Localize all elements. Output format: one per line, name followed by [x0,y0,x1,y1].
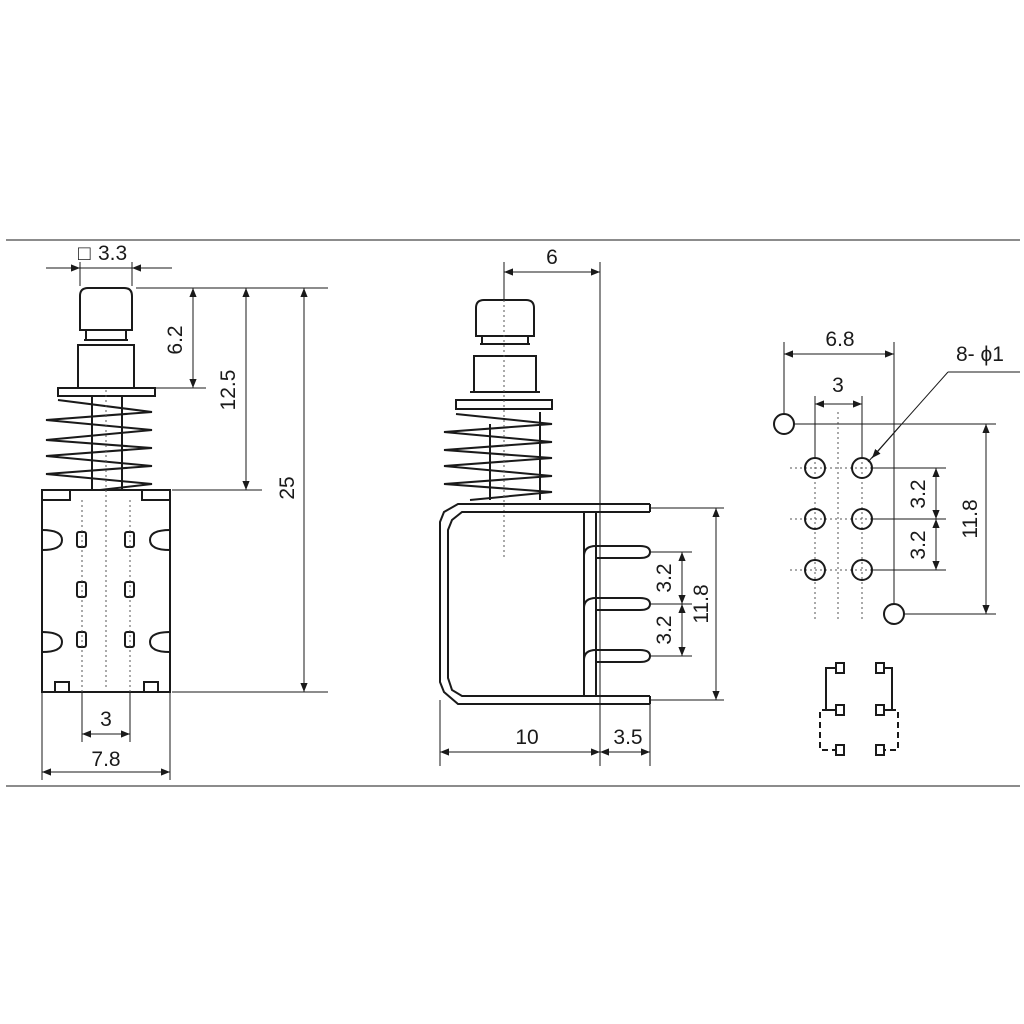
dim-plunger-height: 6.2 [164,325,187,354]
dim-travel-height: 12.5 [217,370,240,411]
mount-hole [883,603,905,625]
switch-schematic-symbol [819,662,899,756]
front-slot [124,631,135,648]
dim-square-size: 3.3 [98,242,127,265]
dim-mount-span: 11.8 [959,499,982,538]
schematic-contact [875,704,885,716]
front-plunger-cap [79,287,133,331]
schematic-contact [835,662,845,674]
front-slot [76,631,87,648]
dim-body-depth: 10 [515,726,538,749]
dim-row-spacing: 6.8 [825,328,854,351]
front-slot [124,531,135,548]
side-plunger-cap [475,299,535,337]
schematic-contact [875,744,885,756]
dim-pin-length: 3.5 [613,726,642,749]
front-spring [45,399,153,491]
side-body [439,503,650,705]
dim-pcb-pitch-2: 3.2 [907,530,930,559]
dim-side-pitch-2: 3.2 [653,615,676,644]
pin-hole [804,559,826,581]
dim-side-pitch-1: 3.2 [653,563,676,592]
side-pin-3 [596,649,652,663]
dim-total-height: 25 [276,476,299,499]
pcb-layout: 6.8 3 8- ϕ1 3.2 3.2 11.8 [773,328,1020,625]
dim-pin-spacing: 3 [100,708,112,731]
dim-square-symbol: □ [78,242,91,265]
side-pin-1 [596,545,652,559]
front-slot [76,531,87,548]
mount-hole [773,413,795,435]
front-view: □ 3.3 6.2 12.5 25 3 7.8 [41,242,328,780]
side-spring [443,413,553,501]
schematic-contact [835,744,845,756]
dim-hole-callout: 8- ϕ1 [956,343,1004,366]
dim-body-width: 7.8 [91,748,120,771]
dim-plunger-offset: 6 [546,246,558,269]
side-view: 6 3.2 3.2 11.8 10 3.5 [439,246,724,766]
dim-side-span: 11.8 [690,584,713,623]
dim-col-spacing: 3 [832,374,844,397]
pin-hole [804,508,826,530]
dim-pcb-pitch-1: 3.2 [907,479,930,508]
side-pin-2 [596,597,652,611]
front-slot [76,581,87,598]
front-slot [124,581,135,598]
schematic-contact [875,662,885,674]
front-plunger-stem [77,330,135,389]
schematic-contact [835,704,845,716]
